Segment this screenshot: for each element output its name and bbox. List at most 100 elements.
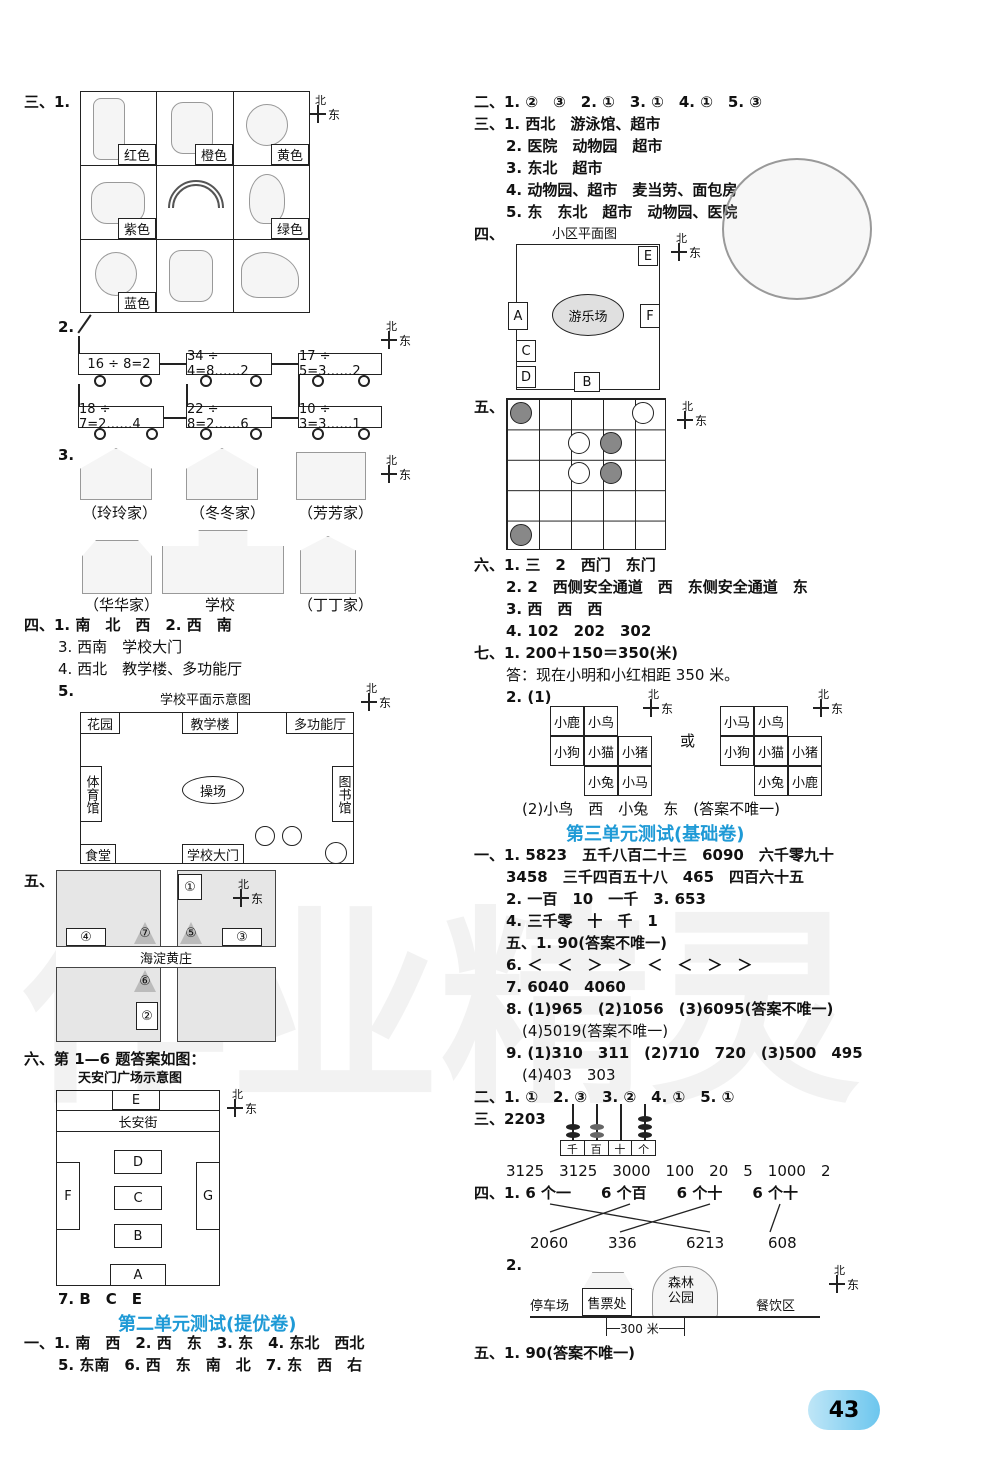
tree-icon [255, 826, 275, 846]
train-car-5: 22 ÷ 8=2……6 [186, 402, 272, 432]
r-section-6-3: 3. 西 西 西 [506, 600, 603, 618]
section-5-label: 五、 [24, 872, 55, 890]
unit-3-2: 2. 一百 10 一千 3. 653 [506, 890, 706, 908]
r-section-4-label: 四、 [474, 225, 505, 243]
road-horizontal: 海淀黄庄 [56, 946, 276, 968]
unit-3-9b: (4)403 303 [522, 1066, 616, 1084]
section-4-5: 5. [58, 682, 75, 700]
train-link [160, 363, 186, 365]
unit-3-8b: (4)5019(答案不唯一) [522, 1022, 669, 1040]
letter-c: C [114, 1186, 162, 1210]
animal-grid: 红色 橙色 黄色 紫色 绿色 蓝色 [80, 91, 310, 313]
section-6-label: 六、第 1—6 题答案如图： [24, 1050, 206, 1068]
teaching-building: 教学楼 [182, 712, 238, 734]
compass: 北东 [226, 1086, 257, 1122]
house-label: （玲玲家） [82, 504, 158, 522]
house-picture [300, 536, 356, 594]
grid1-cell: 小猪 [618, 736, 652, 766]
letter-d: D [516, 366, 536, 388]
letter-e: E [112, 1090, 160, 1110]
unit-3-section-2: 二、1. ① 2. ③ 3. ② 4. ① 5. ① [474, 1088, 735, 1106]
train-car-2: 34 ÷ 4=8……2 [186, 349, 272, 379]
unit-3-1a: 一、1. 5823 五千八百二十三 6090 六千零九十 [474, 846, 834, 864]
tree-icon [282, 826, 302, 846]
gym: 体育馆 [80, 766, 102, 822]
grid1-cell: 小猫 [584, 736, 618, 766]
grid1-cell: 小狗 [550, 736, 584, 766]
unit-3-5-1: 五、1. 90(答案不唯一) [474, 1344, 635, 1362]
wheel [140, 375, 152, 387]
wheel [250, 428, 262, 440]
house-picture [80, 448, 152, 500]
distance-tick [684, 1318, 685, 1336]
abacus: 千 百 十 个 [560, 1104, 656, 1156]
playground-label: 操场 [199, 784, 226, 800]
house-picture [82, 540, 152, 594]
wheel [200, 428, 212, 440]
letter-b: B [114, 1224, 162, 1248]
wheel [200, 375, 212, 387]
amusement-park-label: 游乐场 [568, 309, 608, 325]
road-name: 海淀黄庄 [139, 951, 192, 967]
section-4-3: 3. 西南 学校大门 [58, 638, 183, 656]
train-link [272, 363, 298, 365]
letter-g: G [196, 1162, 220, 1230]
parking-lot: 停车场 [530, 1299, 570, 1314]
wheel [94, 428, 106, 440]
tiananmen-title: 天安门广场示意图 [78, 1071, 183, 1086]
street: 长安街 [56, 1110, 220, 1132]
penguin-picture [249, 174, 285, 224]
house-label: （丁丁家） [298, 596, 374, 614]
forest-park-label: 森林 公园 [668, 1276, 695, 1306]
train-link-vertical [298, 363, 300, 411]
grid2-cell: 小马 [720, 706, 754, 736]
stamp-seal [722, 158, 872, 300]
library-label: 图书馆 [335, 774, 351, 814]
letter-f: F [640, 304, 660, 328]
school-picture [162, 530, 284, 594]
train-car-6: 10 ÷ 3=3……1 [298, 402, 382, 432]
house-picture [296, 452, 366, 500]
unit-3-5: 五、1. 90(答案不唯一) [506, 934, 667, 952]
dark-piece [600, 462, 622, 484]
grid2-cell: 小鸟 [754, 706, 788, 736]
map-mark-4: ④ [66, 928, 106, 946]
abacus-label: 个 [638, 1143, 650, 1156]
matching-lines [549, 1203, 781, 1233]
grid1-cell: 小鹿 [550, 706, 584, 736]
library: 图书馆 [332, 766, 354, 822]
elephant-picture [91, 182, 145, 224]
section-3-2-label: 2. [58, 318, 75, 336]
gym-label: 体育馆 [83, 774, 99, 814]
letter-a: A [508, 302, 528, 330]
forest-park-gate [652, 1266, 718, 1318]
number-6213: 6213 [686, 1234, 725, 1252]
compass: 北东 [828, 1262, 859, 1298]
dark-piece [510, 524, 532, 546]
grid1-cell: 小鸟 [584, 706, 618, 736]
unit-3-8: 8. (1)965 (2)1056 (3)6095(答案不唯一) [506, 1000, 834, 1018]
r-section-2: 二、1. ② ③ 2. ① 3. ① 4. ① 5. ③ [474, 93, 762, 111]
house-label: （芳芳家） [298, 504, 374, 522]
grid2-cell: 小猫 [754, 736, 788, 766]
wheel [312, 375, 324, 387]
compass: 北东 [670, 230, 701, 266]
wheel [146, 428, 158, 440]
abacus-label: 十 [609, 1141, 633, 1156]
squirrel-picture [169, 250, 213, 302]
unit-3-heading: 第三单元测试(基础卷) [566, 824, 745, 845]
bear-picture [95, 252, 137, 296]
train-link-vertical [78, 384, 80, 406]
r-section-3-1: 三、1. 西北 游泳馆、超市 [474, 115, 661, 133]
unit-3-6: 6. ＜ ＜ ＞ ＞ ＜ ＜ ＞ ＞ [506, 956, 753, 974]
wheel [358, 375, 370, 387]
section-3-1-label: 三、1. [24, 93, 71, 111]
letter-e: E [638, 246, 658, 266]
number-336: 336 [608, 1234, 637, 1252]
swan-picture [241, 252, 299, 298]
page-number-badge: 43 [808, 1390, 880, 1430]
unit-3-7: 7. 6040 4060 [506, 978, 626, 996]
amusement-park: 游乐场 [552, 294, 624, 336]
community-title: 小区平面图 [552, 227, 618, 242]
white-piece [632, 402, 654, 424]
